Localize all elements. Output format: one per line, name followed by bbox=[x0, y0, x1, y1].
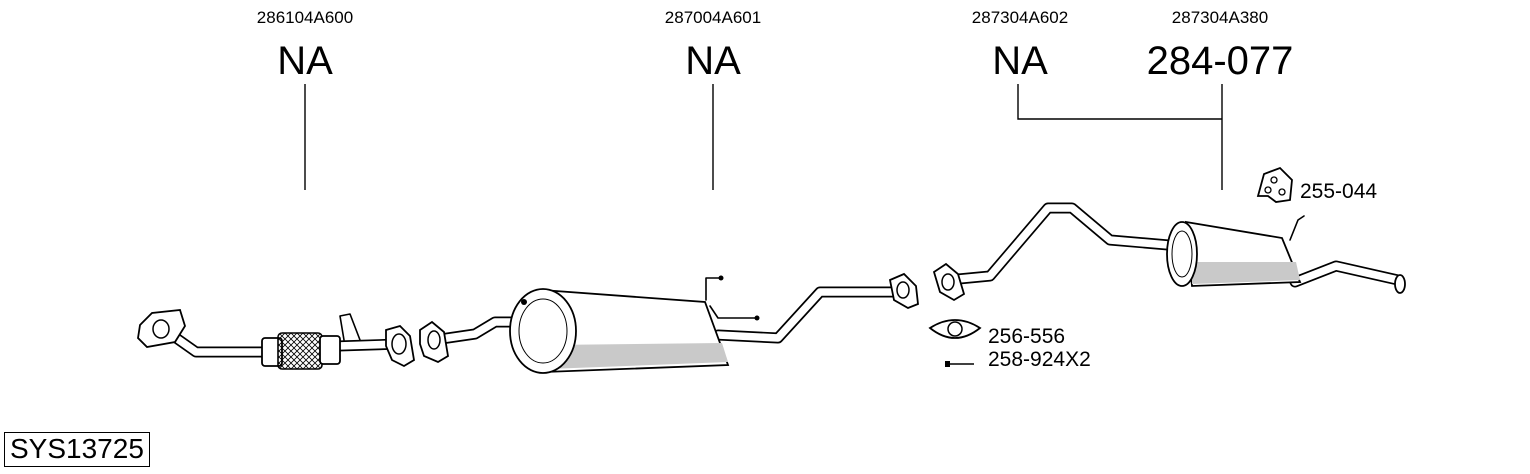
part-oem-number: 287004A601 bbox=[665, 8, 761, 27]
part-oem-number: 287304A602 bbox=[972, 8, 1068, 27]
bolt-icon bbox=[945, 361, 974, 367]
accessory-label: 256-556 bbox=[988, 325, 1065, 348]
leader-line bbox=[1017, 84, 1222, 120]
part-reference: NA bbox=[685, 39, 741, 83]
part-reference: NA bbox=[992, 39, 1048, 83]
part-oem-number: 287304A380 bbox=[1172, 8, 1268, 27]
part-reference: 284-077 bbox=[1147, 39, 1294, 83]
system-code: SYS13725 bbox=[4, 432, 150, 467]
centre-muffler bbox=[419, 272, 919, 374]
front-pipe bbox=[137, 309, 415, 370]
rubber-hanger-icon bbox=[1256, 166, 1293, 203]
rear-muffler bbox=[932, 202, 1406, 302]
part-reference: NA bbox=[277, 39, 333, 83]
gasket-icon bbox=[928, 319, 982, 339]
part-oem-number: 286104A600 bbox=[257, 8, 353, 27]
accessory-label: 255-044 bbox=[1300, 180, 1377, 203]
accessory-label: 258-924X2 bbox=[988, 348, 1091, 371]
